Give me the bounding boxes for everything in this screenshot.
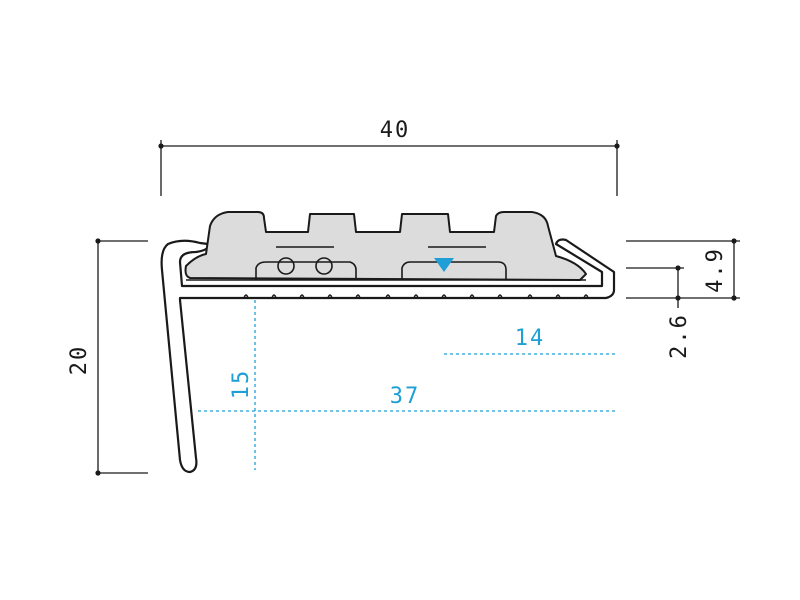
anti-slip-insert [184,211,587,281]
top-thickness-label: 4.9 [703,247,728,293]
width-dimension: 40 [158,118,620,196]
edge-thickness-dimension: 2.6 [626,265,692,359]
insert-width-label: 14 [515,326,546,351]
reference-dimensions: 14 37 15 [198,300,616,470]
triangle-down-icon [434,258,454,272]
height-dimension: 20 [67,238,148,476]
width-label: 40 [380,118,411,143]
nosing-profile [160,238,616,474]
height-label: 20 [67,345,92,376]
nosing-offset-label: 15 [229,369,254,400]
top-thickness-dimension: 4.9 [626,238,740,301]
edge-thickness-label: 2.6 [667,313,692,359]
tread-depth-label: 37 [390,384,421,409]
underside-ribs [243,294,589,299]
